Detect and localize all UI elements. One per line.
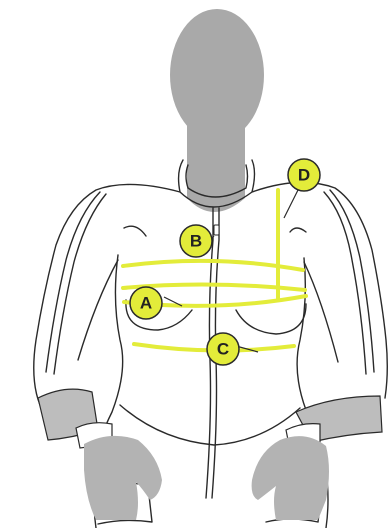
zipper-pull [214,225,219,235]
marker-b-label: B [190,232,202,251]
marker-d: D [288,159,320,191]
marker-b: B [180,225,212,257]
marker-c-label: C [217,340,229,359]
leader-d [284,190,298,218]
measurement-lines [123,190,306,351]
head-silhouette [170,9,264,212]
marker-c: C [207,333,239,365]
marker-a: A [130,287,162,319]
marker-d-label: D [298,166,310,185]
hands [84,436,329,520]
marker-a-label: A [140,294,152,313]
